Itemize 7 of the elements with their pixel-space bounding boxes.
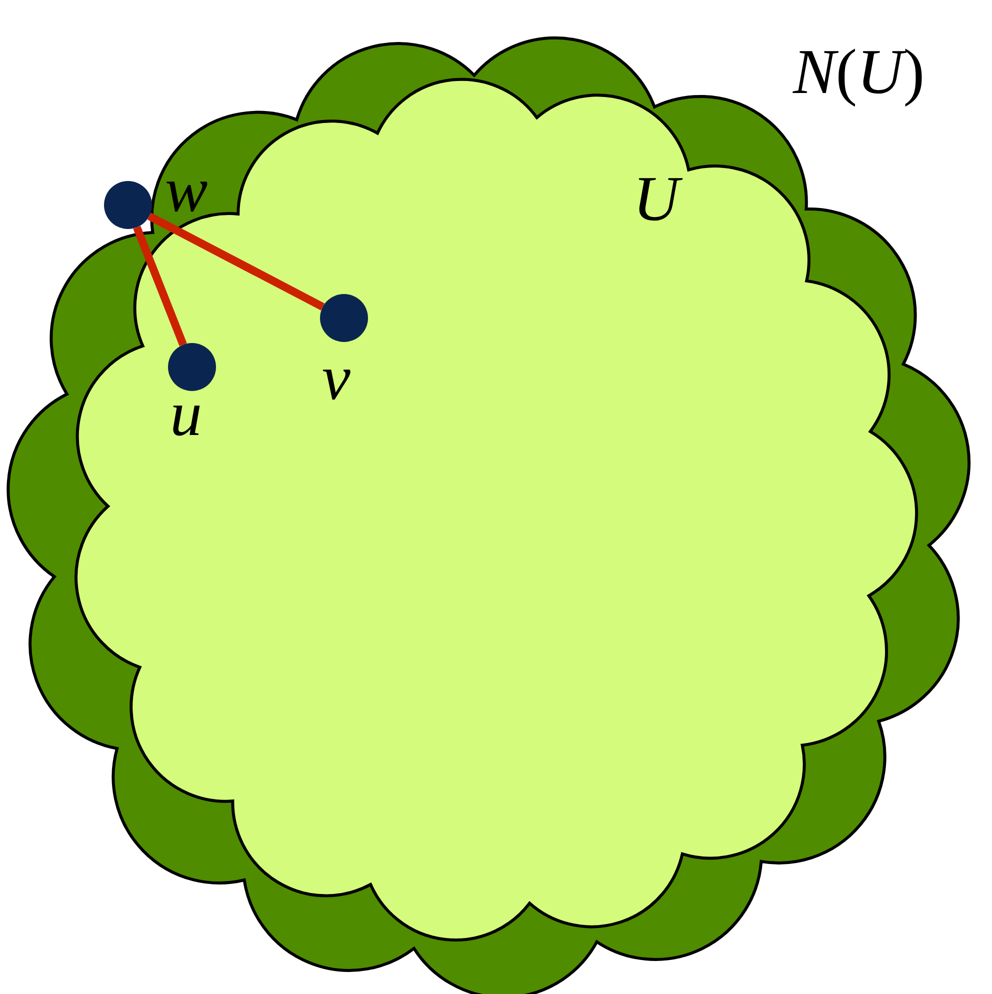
vertex-label: v [322,346,350,410]
set-label: N(U) [793,40,925,104]
vertex-label: u [170,382,202,446]
vertex-label: w [165,158,208,222]
graph-edge [133,226,187,346]
vertex-dot [104,181,152,229]
graph-edge [147,212,325,310]
